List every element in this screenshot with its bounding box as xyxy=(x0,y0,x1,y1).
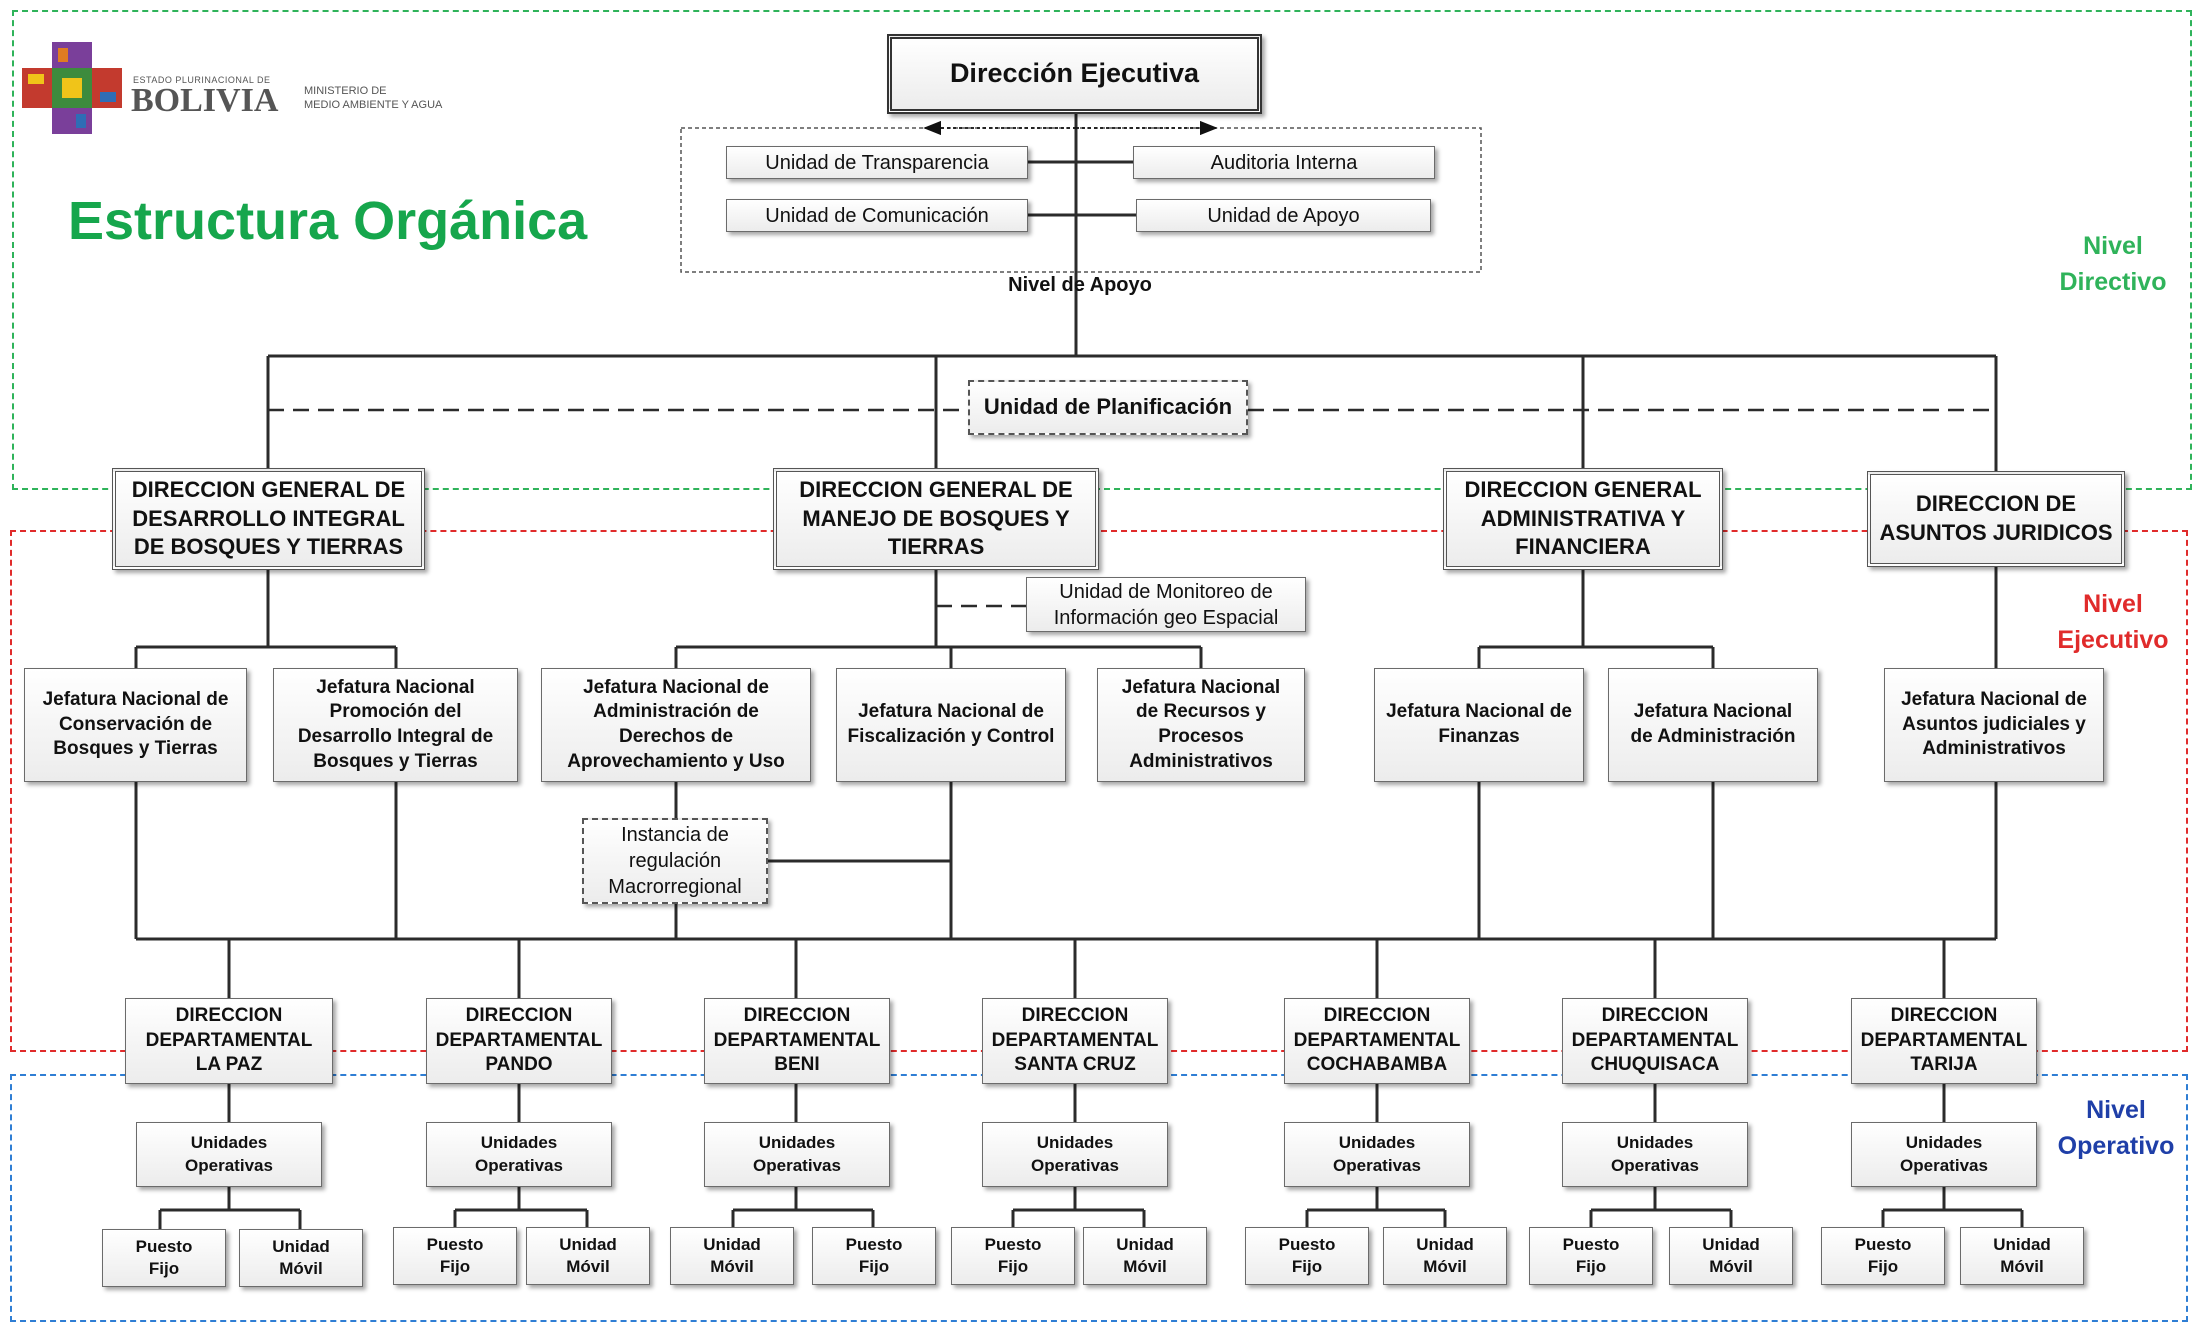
pair-cochabamba-left: Puesto Fijo xyxy=(1245,1227,1369,1285)
support-unit-auditoria: Auditoria Interna xyxy=(1133,146,1435,179)
pair-chuquisaca-left: Puesto Fijo xyxy=(1529,1227,1653,1285)
pair-la-paz-left: Puesto Fijo xyxy=(102,1229,226,1287)
planning-unit-box: Unidad de Planificación xyxy=(968,380,1248,435)
bolivia-emblem-icon xyxy=(22,42,122,134)
support-unit-apoyo: Unidad de Apoyo xyxy=(1136,199,1431,232)
support-unit-transparencia: Unidad de Transparencia xyxy=(726,146,1028,179)
logo-state-line: ESTADO PLURINACIONAL DE xyxy=(133,75,271,85)
pair-chuquisaca-right: Unidad Móvil xyxy=(1669,1227,1793,1285)
pair-beni-right: Puesto Fijo xyxy=(812,1227,936,1285)
pair-la-paz-right: Unidad Móvil xyxy=(239,1229,363,1287)
pair-tarija-left: Puesto Fijo xyxy=(1821,1227,1945,1285)
logo-country: BOLIVIA xyxy=(131,82,279,119)
executive-direction-box: Dirección Ejecutiva xyxy=(887,34,1262,114)
pair-santa-cruz-right: Unidad Móvil xyxy=(1083,1227,1207,1285)
logo-ministry-line1: MINISTERIO DE xyxy=(304,85,387,97)
pair-tarija-right: Unidad Móvil xyxy=(1960,1227,2084,1285)
pair-beni-left: Unidad Móvil xyxy=(670,1227,794,1285)
pair-pando-left: Puesto Fijo xyxy=(393,1227,517,1285)
pair-cochabamba-right: Unidad Móvil xyxy=(1383,1227,1507,1285)
logo-ministry-line2: MEDIO AMBIENTE Y AGUA xyxy=(304,99,443,111)
pair-santa-cruz-left: Puesto Fijo xyxy=(951,1227,1075,1285)
page-title: Estructura Orgánica xyxy=(68,191,588,251)
support-unit-comunicacion: Unidad de Comunicación xyxy=(726,199,1028,232)
pair-pando-right: Unidad Móvil xyxy=(526,1227,650,1285)
support-level-caption: Nivel de Apoyo xyxy=(1008,274,1152,296)
zone-nivel-directivo xyxy=(12,10,2192,490)
